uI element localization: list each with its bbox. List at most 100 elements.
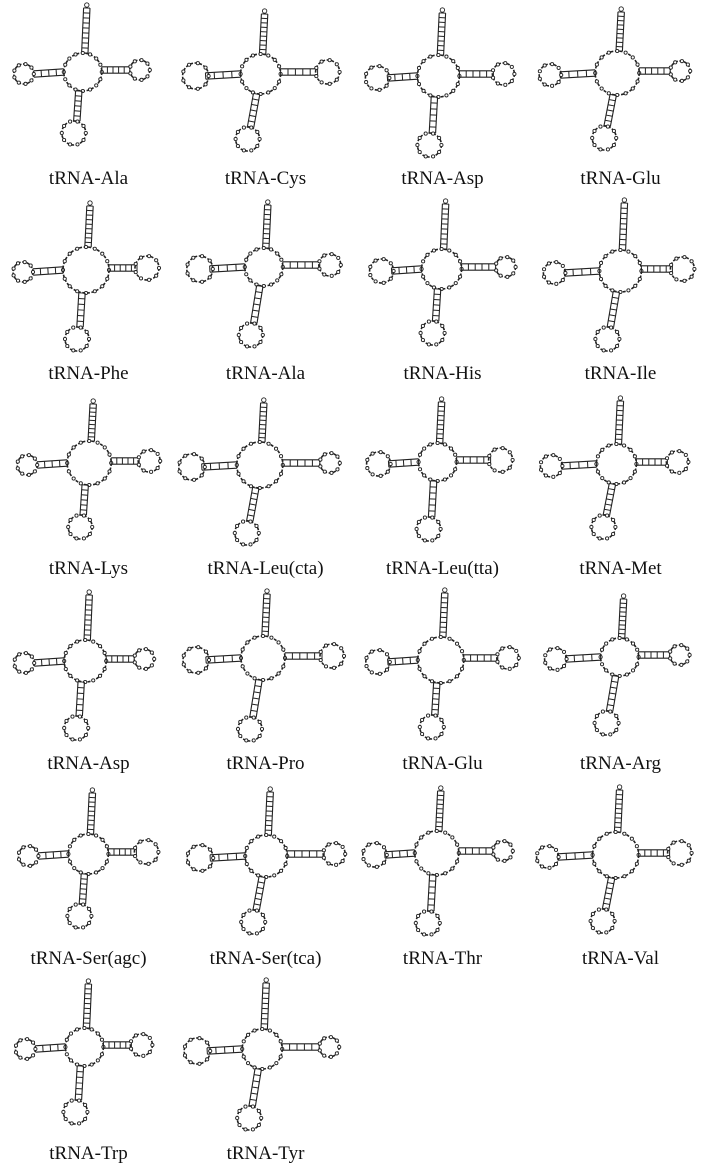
t-loop: [317, 252, 343, 278]
d-loop: [185, 254, 215, 284]
trna-panel: tRNA-Thr: [354, 780, 531, 975]
anticodon-stem: [246, 92, 261, 129]
anticodon-loop: [235, 715, 265, 743]
d-loop: [182, 1036, 213, 1066]
anticodon-loop: [588, 907, 617, 935]
anticodon-stem: [252, 875, 266, 912]
d-loop: [364, 648, 392, 676]
trna-label: tRNA-Asp: [401, 168, 484, 189]
anticodon-stem: [427, 874, 437, 912]
trna-cloverleaf-diagram: [364, 587, 521, 741]
central-loop: [238, 633, 288, 683]
trna-label: tRNA-Asp: [47, 753, 130, 774]
t-arm-stem: [638, 651, 671, 659]
d-loop: [13, 1037, 38, 1061]
acceptor-stem: [82, 983, 93, 1029]
acceptor-stem: [258, 402, 268, 443]
trna-panel: tRNA-Ala: [0, 0, 177, 195]
acceptor-end: [438, 396, 445, 402]
trna-cloverleaf-diagram: [12, 2, 152, 147]
d-loop: [15, 453, 40, 477]
trna-label: tRNA-Ser(tca): [209, 948, 322, 969]
central-loop: [240, 1026, 285, 1072]
trna-panel: tRNA-Ser(agc): [0, 780, 177, 975]
central-loop: [593, 48, 642, 98]
t-loop: [318, 642, 347, 670]
d-loop: [537, 62, 564, 88]
acceptor-end: [264, 588, 270, 594]
t-loop: [491, 839, 515, 863]
acceptor-end: [263, 977, 269, 983]
acceptor-stem: [81, 7, 91, 54]
acceptor-stem: [258, 13, 269, 55]
anticodon-stem: [249, 678, 263, 719]
acceptor-stem: [261, 593, 271, 637]
trna-panel: tRNA-Asp: [0, 585, 177, 780]
t-arm-stem: [461, 263, 497, 271]
trna-panel: tRNA-Pro: [177, 585, 354, 780]
trna-panel: tRNA-Met: [532, 390, 709, 585]
anticodon-loop: [415, 131, 444, 159]
trna-label: tRNA-Leu(cta): [207, 558, 324, 579]
d-arm-stem: [32, 266, 64, 276]
anticodon-loop: [62, 714, 91, 742]
acceptor-stem: [439, 203, 450, 250]
trna-label: tRNA-Phe: [48, 363, 129, 384]
central-loop: [62, 637, 109, 685]
d-loop: [185, 843, 216, 873]
anticodon-loop: [239, 908, 268, 936]
trna-label: tRNA-Lys: [48, 558, 129, 579]
trna-label: tRNA-Ala: [48, 168, 129, 189]
t-arm-stem: [282, 261, 321, 269]
anticodon-stem: [73, 90, 83, 122]
d-arm-stem: [201, 461, 238, 471]
d-arm-stem: [386, 72, 419, 82]
d-arm-stem: [37, 850, 70, 860]
central-loop: [234, 439, 285, 491]
trna-label: tRNA-Glu: [402, 753, 483, 774]
d-arm-stem: [384, 849, 416, 859]
trna-cloverleaf-diagram: [368, 198, 518, 347]
acceptor-stem: [262, 204, 272, 249]
acceptor-end: [85, 978, 92, 984]
anticodon-stem: [427, 480, 438, 518]
central-loop: [60, 244, 112, 296]
anticodon-loop: [418, 319, 447, 347]
d-loop: [542, 260, 568, 286]
t-arm-stem: [108, 264, 138, 272]
t-loop: [491, 61, 517, 87]
anticodon-stem: [248, 1067, 262, 1108]
central-loop: [594, 441, 639, 487]
t-loop: [133, 254, 162, 282]
d-arm-stem: [209, 263, 246, 273]
trna-cloverleaf-diagram: [11, 200, 162, 353]
acceptor-end: [261, 8, 268, 14]
t-arm-stem: [638, 849, 671, 857]
anticodon-loop: [61, 1098, 90, 1126]
central-loop: [238, 51, 283, 97]
acceptor-stem: [614, 400, 625, 445]
trna-cloverleaf-diagram: [15, 398, 163, 541]
acceptor-end: [90, 398, 96, 404]
anticodon-loop: [233, 125, 262, 153]
anticodon-loop: [590, 124, 619, 152]
d-arm-stem: [209, 852, 246, 862]
acceptor-stem: [617, 598, 628, 639]
trna-label: tRNA-Trp: [49, 1143, 128, 1164]
t-arm-stem: [635, 458, 668, 466]
t-loop: [318, 451, 342, 475]
trna-cloverleaf-diagram: [535, 784, 694, 935]
central-loop: [242, 245, 285, 289]
trna-panel: tRNA-Val: [532, 780, 709, 975]
t-loop: [314, 58, 342, 86]
acceptor-stem: [613, 789, 624, 833]
anticodon-loop: [66, 513, 95, 541]
d-arm-stem: [387, 458, 420, 468]
acceptor-stem: [435, 401, 446, 444]
trna-panel: tRNA-Trp: [0, 975, 177, 1170]
acceptor-stem: [439, 592, 449, 638]
anticodon-stem: [601, 876, 616, 911]
d-loop: [364, 64, 392, 92]
trna-cloverleaf-diagram: [543, 593, 692, 737]
trna-panel: tRNA-Ser(tca): [177, 780, 354, 975]
